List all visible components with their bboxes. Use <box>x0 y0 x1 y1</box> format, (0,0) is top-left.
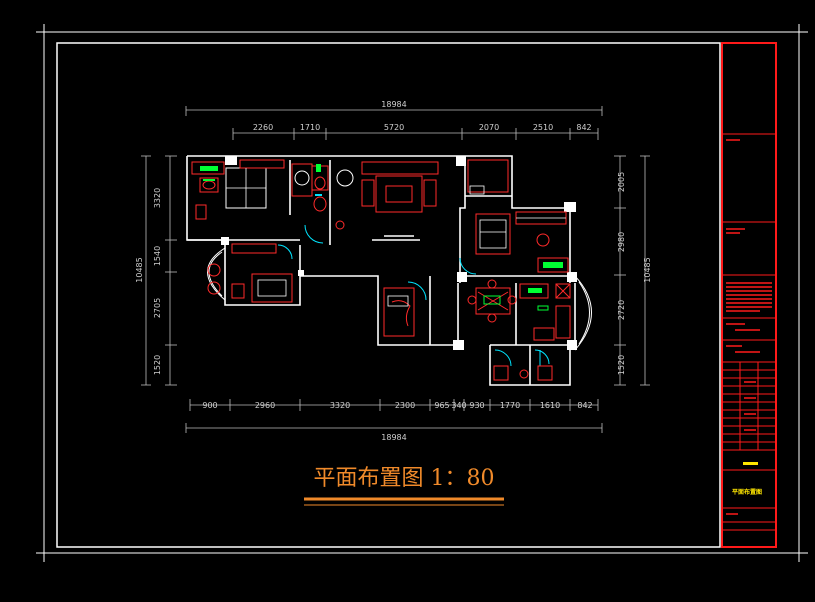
dim-left-4: 1520 <box>153 355 162 375</box>
dim-bottom-9: 1610 <box>540 401 560 410</box>
dim-left-1: 3320 <box>153 188 162 208</box>
dim-top-total: 18984 <box>381 100 406 109</box>
dim-bottom-10: 842 <box>577 401 592 410</box>
dim-right-1: 2005 <box>617 172 626 192</box>
furniture <box>191 159 571 381</box>
sheet-frame <box>36 24 808 562</box>
dim-bottom-8: 1770 <box>500 401 520 410</box>
dim-bottom-5: 965 <box>434 401 449 410</box>
dim-bottom-3: 3320 <box>330 401 350 410</box>
dim-bottom-1: 900 <box>202 401 217 410</box>
dim-top-2: 1710 <box>300 123 320 132</box>
dim-top-1: 2260 <box>253 123 273 132</box>
dim-bottom-4: 2300 <box>395 401 415 410</box>
door-swings <box>277 194 550 367</box>
dim-bottom-7: 930 <box>469 401 484 410</box>
walls <box>186 155 576 386</box>
drawing-title-text: 平面布置图 1：80 <box>314 466 495 491</box>
dimension-texts: 18984 2260 1710 5720 2070 2510 842 900 2… <box>135 100 652 442</box>
dim-top-4: 2070 <box>479 123 499 132</box>
dim-right-4: 1520 <box>617 355 626 375</box>
title-block-highlight <box>743 462 758 465</box>
furniture-details <box>226 168 566 307</box>
drawing-title: 平面布置图 1：80 <box>304 466 504 506</box>
dim-top-3: 5720 <box>384 123 404 132</box>
dim-right-3: 2720 <box>617 300 626 320</box>
dim-bottom-2: 2960 <box>255 401 275 410</box>
dim-top-5: 2510 <box>533 123 553 132</box>
dim-right-2: 2980 <box>617 232 626 252</box>
dim-left-2: 1540 <box>153 246 162 266</box>
dim-left-total: 10485 <box>135 257 144 282</box>
title-block: 平面布置图 <box>721 42 777 548</box>
dim-bottom-6: 340 <box>451 401 466 410</box>
dim-top-6: 842 <box>576 123 591 132</box>
dim-bottom-total: 18984 <box>381 433 406 442</box>
dimension-lines <box>141 106 650 433</box>
dim-right-total: 10485 <box>643 257 652 282</box>
title-block-label: 平面布置图 <box>732 488 762 496</box>
green-highlights <box>200 164 563 311</box>
columns <box>221 156 577 350</box>
dim-left-3: 2705 <box>153 298 162 318</box>
